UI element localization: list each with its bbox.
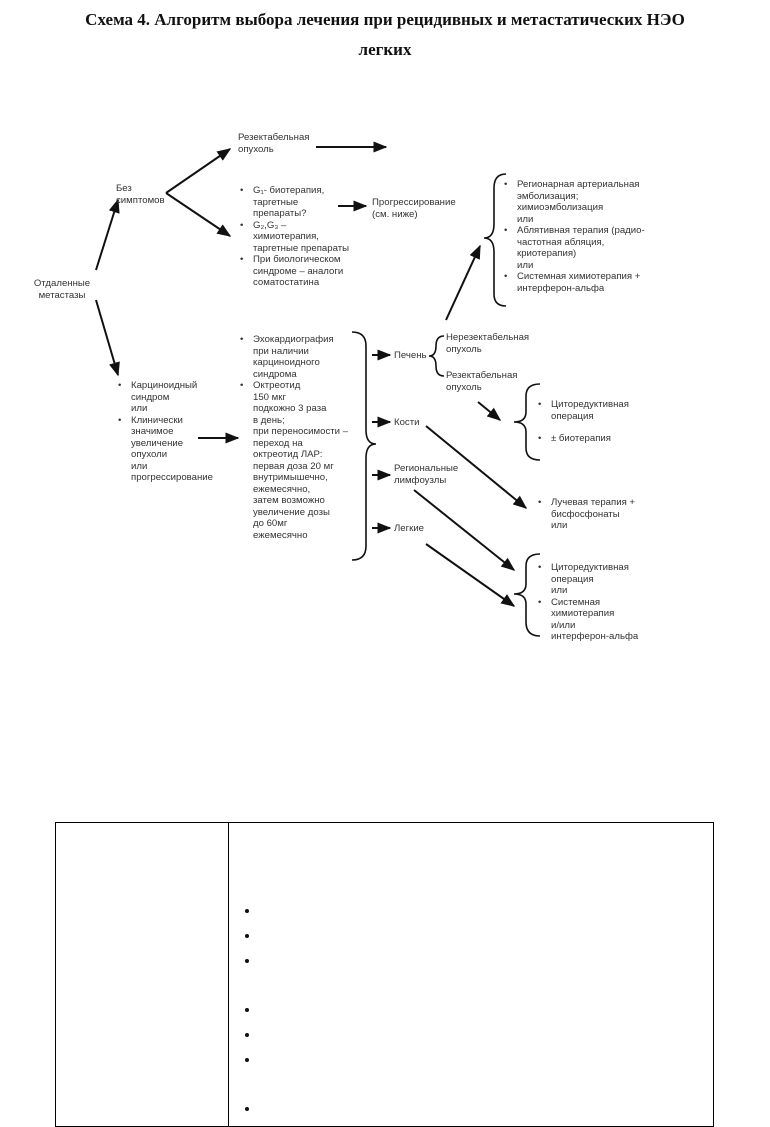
table-bullet <box>245 909 249 913</box>
list-radiation: Лучевая терапия + бисфосфонаты или <box>536 497 635 532</box>
brace-cyto <box>513 383 541 461</box>
list-item: Эхокардиография при наличии карциноидног… <box>238 334 348 380</box>
list-item: G₁- биотерапия, таргетные препараты? <box>238 185 349 220</box>
empty-table <box>55 822 714 1127</box>
list-item: Аблятивная терапия (радио- частотная абл… <box>502 225 645 271</box>
node-progression: Прогрессирование (см. ниже) <box>372 197 456 220</box>
arrow-lungs-to-cytosystemic <box>425 543 516 607</box>
arrow-nosymptoms-to-gtherapy <box>165 192 232 237</box>
list-cyto-systemic: Циторедуктивная операция или Системная х… <box>536 562 638 643</box>
arrow-mets-to-carcinoid <box>95 299 120 377</box>
list-item: При биологическом синдроме – аналоги сом… <box>238 254 349 289</box>
node-resectable-top: Резектабельная опухоль <box>238 132 310 155</box>
list-item: G₂,G₃ – химиотерапия, таргетные препарат… <box>238 220 349 255</box>
table-bullet <box>245 1033 249 1037</box>
node-regional-ln: Региональные лимфоузлы <box>394 463 459 486</box>
list-item: Циторедуктивная операция <box>536 399 629 422</box>
table-bullet <box>245 934 249 938</box>
list-item: Системная химиотерапия и/или интерферон-… <box>536 597 638 643</box>
list-item: Лучевая терапия + бисфосфонаты или <box>536 497 635 532</box>
list-item: Системная химиотерапия + интерферон-альф… <box>502 271 645 294</box>
node-lungs: Легкие <box>394 523 425 534</box>
node-liver: Печень <box>394 350 427 361</box>
brace-echo <box>351 331 377 561</box>
list-echo-octreotide: Эхокардиография при наличии карциноидног… <box>238 334 348 541</box>
table-bullet <box>245 1107 249 1111</box>
arrow-regional-to-cytosystemic <box>413 489 516 571</box>
node-distant-mets: Отдаленные метастазы <box>33 278 91 301</box>
brace-liver <box>428 335 445 377</box>
list-cytoreductive: Циторедуктивная операция ± биотерапия <box>536 399 629 445</box>
arrow-unresectable-to-regional <box>445 244 481 321</box>
arrow-resectable-to-cyto <box>477 401 502 421</box>
list-item: Циторедуктивная операция или <box>536 562 638 597</box>
scheme-title-line2: легких <box>358 40 412 59</box>
list-item: ± биотерапия <box>536 433 629 445</box>
list-carcinoid: Карциноидный синдром или Клинически знач… <box>116 380 213 484</box>
node-resectable-liver: Резектабельная опухоль <box>446 370 518 393</box>
list-item: Клинически значимое увеличение опухоли и… <box>116 415 213 484</box>
list-regional-therapy: Регионарная артериальная эмболизация; хи… <box>502 179 645 294</box>
table-bullet <box>245 1008 249 1012</box>
table-column-divider <box>228 823 229 1126</box>
arrow-bones-to-radiation <box>425 425 528 509</box>
list-g-therapy: G₁- биотерапия, таргетные препараты? G₂,… <box>238 185 349 289</box>
scheme-title-line1: Схема 4. Алгоритм выбора лечения при рец… <box>85 10 685 29</box>
brace-cytosystemic <box>513 553 541 637</box>
list-item: Октреотид 150 мкг подкожно 3 раза в день… <box>238 380 348 541</box>
node-unresectable: Нерезектабельная опухоль <box>446 332 530 355</box>
node-bones: Кости <box>394 417 420 428</box>
list-item: Карциноидный синдром или <box>116 380 213 415</box>
table-bullet <box>245 1058 249 1062</box>
flowchart-connectors <box>95 141 541 637</box>
table-bullet <box>245 959 249 963</box>
brace-regional <box>483 173 507 307</box>
arrow-nosymptoms-to-resectable <box>165 148 232 194</box>
arrow-mets-to-nosymptoms <box>95 198 120 271</box>
node-no-symptoms: Без симптомов <box>116 183 165 206</box>
list-item: Регионарная артериальная эмболизация; хи… <box>502 179 645 225</box>
